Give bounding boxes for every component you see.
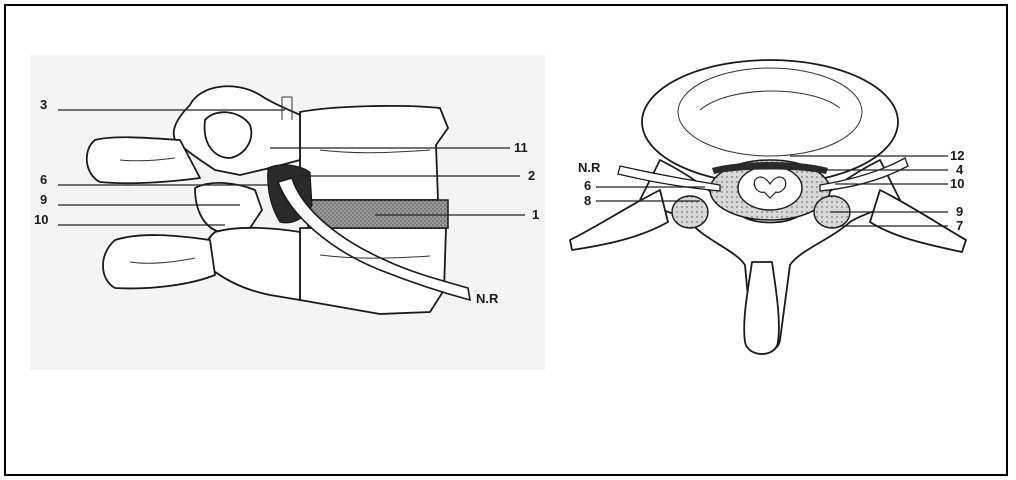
label-6: 6 [40, 172, 47, 187]
label-9: 9 [40, 192, 47, 207]
axial-spinous-process [744, 262, 779, 354]
label-10: 10 [34, 212, 48, 227]
axial-label-12: 12 [950, 148, 964, 163]
axial-label-10: 10 [950, 176, 964, 191]
right-transverse-process [870, 190, 966, 252]
label-3: 3 [40, 97, 47, 112]
axial-label-7: 7 [956, 218, 963, 233]
label-2: 2 [528, 168, 535, 183]
intervertebral-disc [308, 200, 448, 228]
axial-label-6: 6 [584, 178, 591, 193]
axial-label-4: 4 [956, 162, 964, 177]
axial-label-nerve-root: N.R [578, 160, 601, 175]
lower-spinous-process [103, 235, 215, 288]
axial-label-8: 8 [584, 193, 591, 208]
label-1: 1 [532, 207, 539, 222]
label-11: 11 [514, 140, 528, 155]
lower-vertebral-body [300, 228, 446, 314]
axial-label-9: 9 [956, 204, 963, 219]
axial-view [570, 60, 966, 354]
label-nerve-root: N.R [476, 291, 499, 306]
